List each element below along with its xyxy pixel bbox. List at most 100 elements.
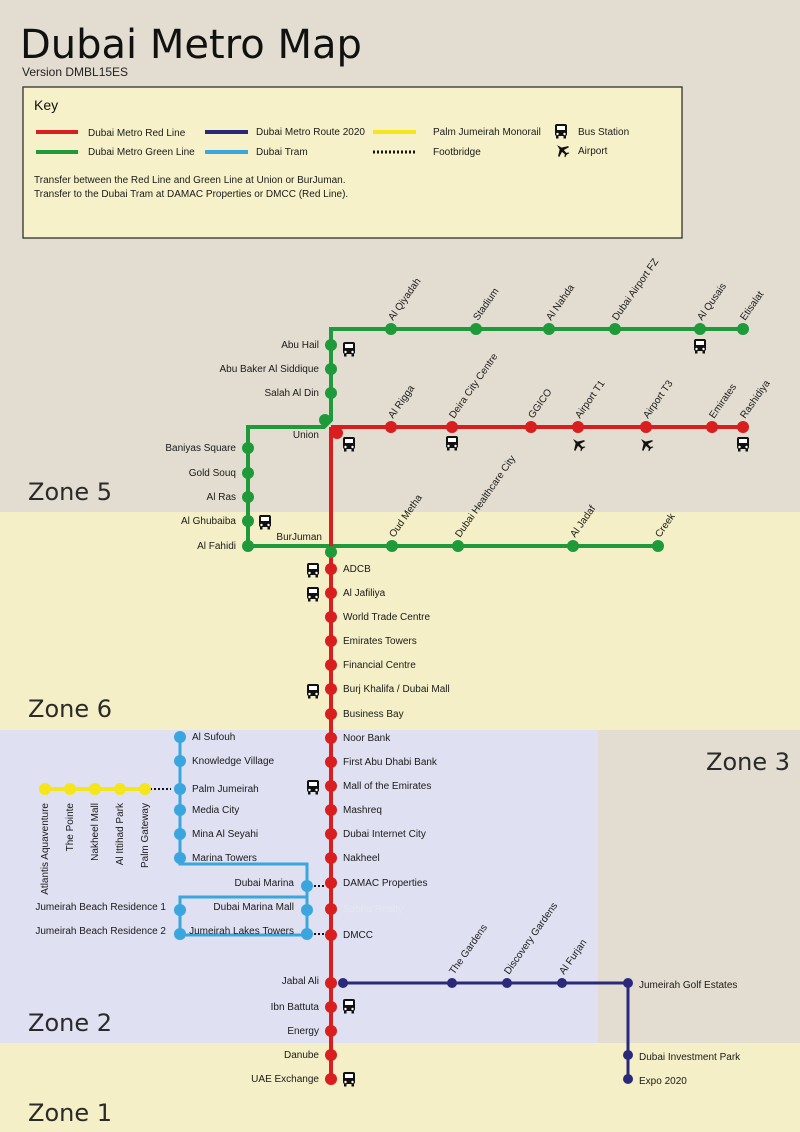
station-al-ghubaiba — [242, 515, 254, 527]
station-label: Jumeirah Beach Residence 1 — [35, 902, 166, 913]
bus-light — [351, 1007, 354, 1011]
station-al-ras — [242, 491, 254, 503]
bus-wheel — [260, 527, 263, 530]
bus-window — [309, 782, 317, 786]
station-jabal-ali — [325, 977, 337, 989]
station-label: Al Ras — [207, 492, 236, 503]
bus-wheel — [308, 599, 311, 602]
station-burj-khalifa-dubai-mall — [325, 683, 337, 695]
station-expo-2020 — [623, 1074, 633, 1084]
bus-icon — [307, 587, 319, 602]
station-adcb — [325, 563, 337, 575]
station-burjuman — [325, 546, 337, 558]
station-dubai-marina-mall — [301, 904, 313, 916]
station-discovery-gardens — [502, 978, 512, 988]
station-label: Al Sufouh — [192, 732, 235, 743]
zone-1-area — [0, 1043, 800, 1132]
bus-wheel — [351, 354, 354, 357]
bus-icon — [259, 515, 271, 530]
station-atlantis-aquaventure — [39, 783, 51, 795]
station-dubai-marina — [301, 880, 313, 892]
bus-light — [267, 523, 270, 527]
bus-window — [448, 438, 456, 442]
station-label: Palm Jumeirah — [192, 784, 259, 795]
bus-light — [308, 595, 311, 599]
bus-wheel — [315, 696, 318, 699]
bus-icon — [307, 684, 319, 699]
station-palm-jumeirah — [174, 783, 186, 795]
station-label: Abu Hail — [281, 340, 319, 351]
bus-light — [738, 445, 741, 449]
station-label: Palm Gateway — [140, 803, 151, 868]
bus-window — [345, 1001, 353, 1005]
station-marina-towers — [174, 852, 186, 864]
bus-light — [695, 347, 698, 351]
station-creek — [652, 540, 664, 552]
airport-icon — [641, 439, 654, 452]
station-label: Sobha Realty — [343, 904, 403, 915]
bus-wheel — [344, 1011, 347, 1014]
station-label: Noor Bank — [343, 733, 391, 744]
station-label: Danube — [284, 1050, 319, 1061]
bus-window — [345, 439, 353, 443]
station-label: DAMAC Properties — [343, 878, 427, 889]
bus-light — [563, 132, 566, 136]
bus-icon — [343, 1072, 355, 1087]
station-nakheel-mall — [89, 783, 101, 795]
station-dmcc — [325, 929, 337, 941]
bus-wheel — [447, 448, 450, 451]
station-stadium — [470, 323, 482, 335]
station-jumeirah-lakes-towers — [301, 928, 313, 940]
bus-wheel — [308, 696, 311, 699]
bus-light — [315, 692, 318, 696]
bus-wheel — [267, 527, 270, 530]
station-emirates-towers — [325, 635, 337, 647]
bus-light — [351, 350, 354, 354]
bus-light — [745, 445, 748, 449]
station-label: Nakheel Mall — [90, 803, 101, 861]
station-dubai-investment-park — [623, 1050, 633, 1060]
station-jbr-2 — [174, 928, 186, 940]
bus-icon — [307, 780, 319, 795]
key-note-2: Transfer to the Dubai Tram at DAMAC Prop… — [34, 189, 348, 200]
key-panel: Key Dubai Metro Red Line Dubai Metro Gre… — [22, 86, 683, 239]
zone-label-3: Zone 3 — [706, 748, 790, 776]
station-baniyas-square — [242, 442, 254, 454]
zone-label-2: Zone 2 — [28, 1009, 112, 1037]
bus-wheel — [563, 136, 566, 139]
station-label: Jumeirah Lakes Towers — [189, 926, 294, 937]
station-nakheel — [325, 852, 337, 864]
bus-wheel — [344, 354, 347, 357]
station-union-red — [331, 427, 343, 439]
station-the-pointe — [64, 783, 76, 795]
zone-label-5: Zone 5 — [28, 478, 112, 506]
bus-icon — [343, 999, 355, 1014]
station-world-trade-centre — [325, 611, 337, 623]
station-label: DMCC — [343, 930, 373, 941]
station-label: Energy — [287, 1026, 319, 1037]
station-sobha-realty — [325, 903, 337, 915]
station-uae-exchange — [325, 1073, 337, 1085]
bus-light — [260, 523, 263, 527]
station-label: First Abu Dhabi Bank — [343, 757, 438, 768]
station-label: Salah Al Din — [265, 388, 319, 399]
station-al-nahda — [543, 323, 555, 335]
bus-icon — [555, 124, 567, 139]
station-label: Baniyas Square — [165, 443, 236, 454]
station-al-ittihad-park — [114, 783, 126, 795]
key-item-footbridge: Footbridge — [433, 147, 481, 158]
station-jumeirah-golf-estates — [623, 978, 633, 988]
plane-shape — [557, 145, 570, 158]
zone-6-area — [0, 512, 800, 730]
station-deira-city-centre — [446, 421, 458, 433]
station-oud-metha — [386, 540, 398, 552]
station-label: Jumeirah Beach Residence 2 — [35, 926, 166, 937]
station-label: The Pointe — [65, 803, 76, 852]
station-label: Mina Al Seyahi — [192, 829, 258, 840]
station-label: Union — [293, 430, 319, 441]
station-etisalat — [737, 323, 749, 335]
bus-window — [261, 517, 269, 521]
zone-2-area — [0, 730, 598, 1043]
station-mashreq — [325, 804, 337, 816]
